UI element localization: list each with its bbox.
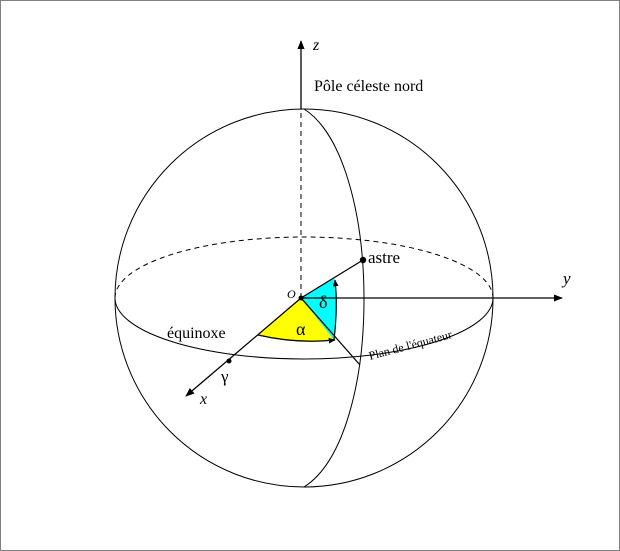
star-dot [359,256,367,264]
equinox-label: équinoxe [167,325,226,342]
z-axis-label: z [312,37,320,54]
equator-front-half [114,297,494,360]
origin-point [298,295,304,301]
alpha-label: α [296,319,306,339]
origin-label: O [287,287,296,301]
delta-sector [301,278,336,340]
delta-arc [332,279,339,341]
star-label: astre [368,248,400,267]
delta-label: δ [319,292,327,312]
equator-back-half [114,236,494,299]
equator-projection-line [300,297,361,366]
y-axis-label: y [561,269,571,288]
north-pole-label: Pôle céleste nord [314,78,423,95]
equinox-point [226,358,232,364]
x-axis-label: x [199,391,207,408]
x-axis [185,297,302,397]
equator-plane-label: Plan de l'équateur [367,327,453,363]
star-direction-line [300,259,364,299]
alpha-sector [258,298,334,342]
gamma-label: γ [220,367,229,386]
alpha-arc [257,334,336,344]
